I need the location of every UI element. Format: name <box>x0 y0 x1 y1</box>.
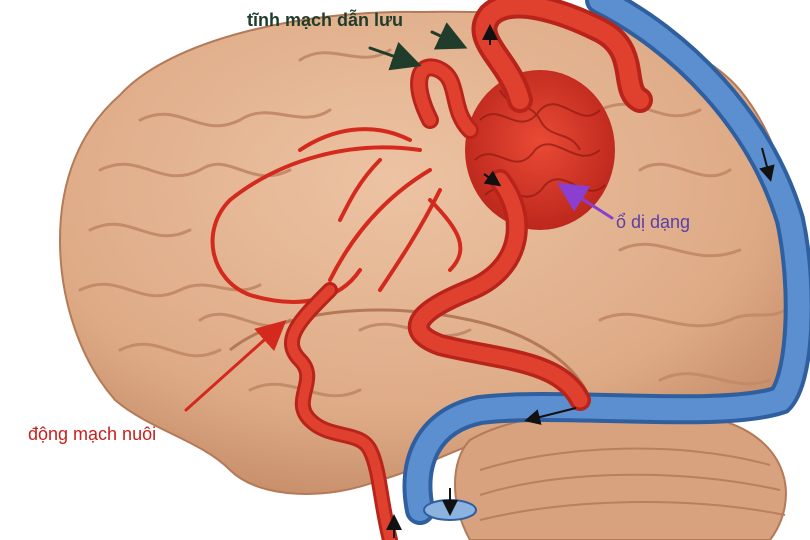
feeding-artery-trunk <box>284 282 398 540</box>
flow-arrow-icon <box>759 147 775 182</box>
draining-vein-blue <box>402 0 810 525</box>
brain-gyri <box>78 48 787 398</box>
flow-arrow-icon <box>483 170 502 187</box>
draining-vein-label: tĩnh mạch dẫn lưu <box>247 10 404 30</box>
nidus-label: ổ dị dạng <box>616 212 691 232</box>
label-pointers <box>184 22 614 412</box>
draining-vessels-red <box>410 0 653 139</box>
flow-arrows <box>386 24 775 538</box>
nidus-pointer-arrow <box>556 182 614 220</box>
drain-pointer-arrow <box>430 22 468 50</box>
flow-arrow-icon <box>524 407 577 425</box>
feeder-pointer-arrow <box>184 319 287 412</box>
main-artery <box>407 169 591 411</box>
feeding-artery-label: động mạch nuôi <box>28 424 157 444</box>
drain-pointer-arrow <box>368 41 422 71</box>
cerebellum-folds <box>479 447 786 521</box>
